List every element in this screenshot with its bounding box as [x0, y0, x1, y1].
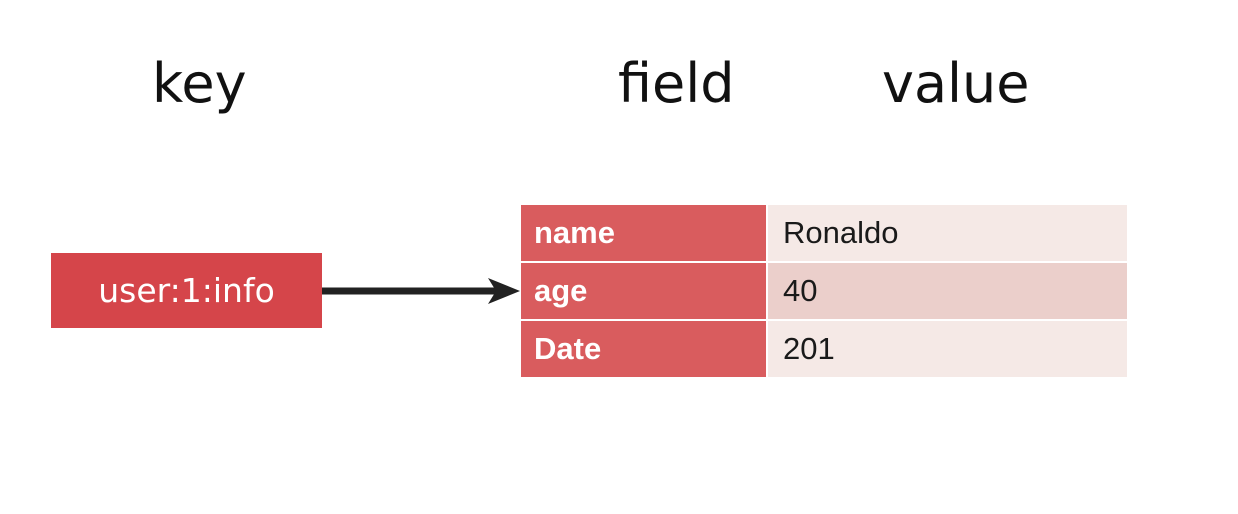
field-cell: Date [521, 321, 766, 377]
hash-row: age 40 [521, 263, 1127, 319]
field-heading: field [618, 52, 735, 115]
hash-table: name Ronaldo age 40 Date 201 [521, 205, 1127, 377]
hash-row: Date 201 [521, 321, 1127, 377]
field-cell: age [521, 263, 766, 319]
arrow-head [488, 278, 520, 304]
value-cell: 40 [768, 263, 1127, 319]
field-cell: name [521, 205, 766, 261]
key-box-label: user:1:info [98, 271, 275, 310]
arrow-icon [322, 278, 520, 304]
key-heading: key [152, 52, 247, 115]
hash-row: name Ronaldo [521, 205, 1127, 261]
value-cell: 201 [768, 321, 1127, 377]
value-cell: Ronaldo [768, 205, 1127, 261]
value-heading: value [882, 52, 1030, 115]
key-box: user:1:info [51, 253, 322, 328]
